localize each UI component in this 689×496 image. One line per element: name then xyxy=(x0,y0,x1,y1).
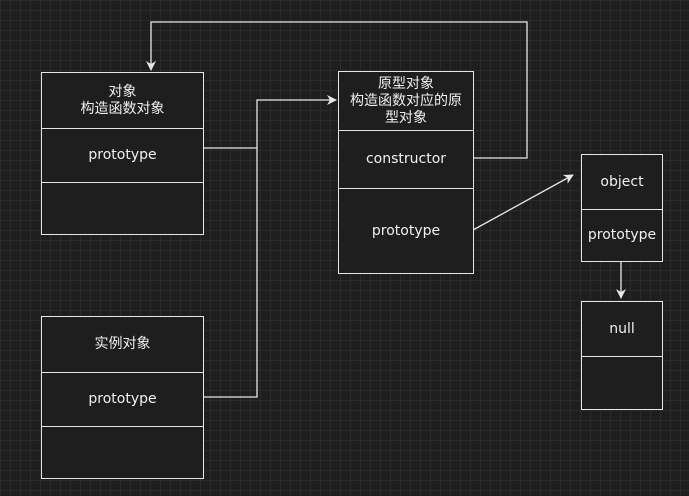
arrow-constructor-to-object xyxy=(146,21,528,159)
constructor-function-title: 对象 构造函数对象 xyxy=(80,83,165,117)
null-empty-row xyxy=(582,356,662,409)
prototype-object-prototype: prototype xyxy=(339,188,473,273)
instance-object-box: 实例对象 prototype xyxy=(41,316,204,479)
null-box: null xyxy=(581,301,663,410)
arrow-proto-prototype-to-object xyxy=(472,174,574,231)
object-prototype: prototype xyxy=(582,209,662,261)
constructor-function-prototype: prototype xyxy=(42,128,203,182)
instance-object-title: 实例对象 xyxy=(94,336,151,352)
constructor-function-box: 对象 构造函数对象 prototype xyxy=(41,72,204,235)
object-box: object prototype xyxy=(581,154,663,262)
prototype-object-box: 原型对象 构造函数对应的原 型对象 constructor prototype xyxy=(338,71,474,274)
prototype-object-title: 原型对象 构造函数对应的原 型对象 xyxy=(350,75,462,126)
instance-object-prototype: prototype xyxy=(42,372,203,426)
instance-object-empty-row xyxy=(42,426,203,478)
line-instance-prototype xyxy=(203,148,258,398)
null-title: null xyxy=(609,320,635,337)
prototype-object-constructor: constructor xyxy=(339,130,473,188)
arrow-fn-prototype-to-proto-object xyxy=(203,95,337,149)
constructor-function-empty-row xyxy=(42,182,203,234)
object-title: object xyxy=(600,173,644,190)
